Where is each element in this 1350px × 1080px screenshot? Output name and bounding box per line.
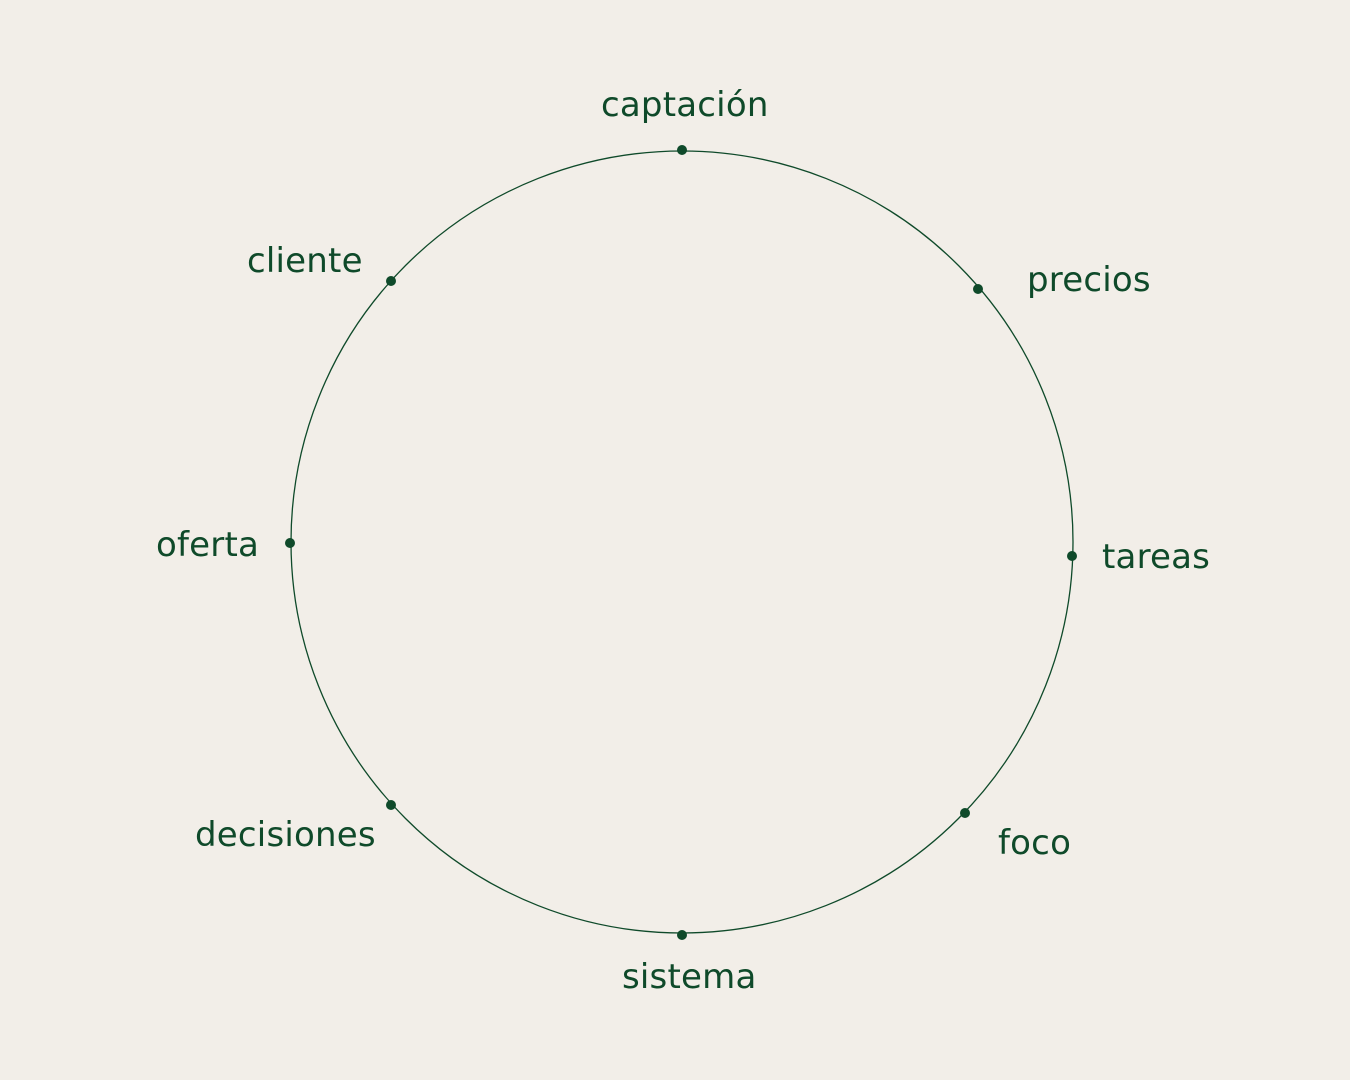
node-dot-captacion [677,145,687,155]
node-dot-tareas [1067,551,1077,561]
node-dot-precios [973,284,983,294]
node-label-foco: foco [998,823,1072,863]
node-label-decisiones: decisiones [195,815,376,855]
node-label-captacion: captación [601,85,769,125]
node-label-precios: precios [1027,260,1151,300]
node-label-cliente: cliente [247,241,363,281]
node-dot-oferta [285,538,295,548]
node-dot-cliente [386,276,396,286]
node-label-oferta: oferta [156,525,260,565]
node-dot-sistema [677,930,687,940]
node-label-sistema: sistema [622,957,757,997]
node-dot-decisiones [386,800,396,810]
node-label-tareas: tareas [1102,537,1211,577]
cycle-ring [290,150,1074,934]
node-dot-foco [960,808,970,818]
